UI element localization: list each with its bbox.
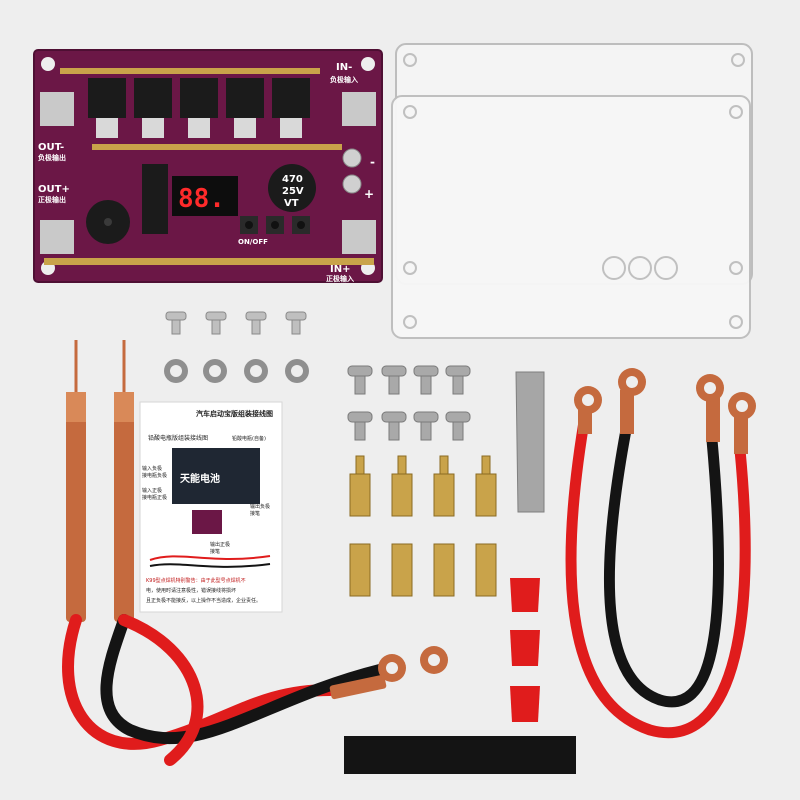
svg-text:输入负极: 输入负极: [142, 465, 162, 472]
card-warning-3: 且正负极不能接反，以上操作不当造成，企业责任。: [146, 597, 261, 604]
svg-text:输入正极: 输入正极: [142, 487, 162, 494]
minus-mark: -: [370, 155, 375, 169]
terminal-screw: [342, 174, 362, 194]
welding-pen-left: [66, 340, 86, 622]
board-buttons: [240, 216, 310, 234]
card-warning-2: 电，使用时请注意极性，错误接线将损坏: [146, 587, 236, 594]
capacitor: [268, 164, 316, 212]
brass-standoffs-plain: [349, 543, 497, 597]
brass-standoffs-threaded: [349, 455, 497, 517]
label-in-minus-cn: 负极输入: [330, 75, 358, 84]
svg-text:25V: 25V: [282, 186, 304, 197]
controller-chip: [142, 164, 168, 234]
battery-illustration: [172, 448, 260, 504]
label-out-minus-cn: 负极输出: [38, 153, 66, 162]
svg-text:470: 470: [282, 174, 303, 185]
welding-pen-right: [114, 340, 134, 622]
label-out-minus: OUT-: [38, 142, 64, 153]
acrylic-cover-plates: [391, 43, 753, 339]
led-display: [172, 176, 238, 216]
label-out-plus-cn: 正极输出: [38, 195, 66, 204]
svg-text:接笔: 接笔: [250, 510, 260, 517]
welding-cables-left: [62, 614, 386, 766]
spot-welder-pcb-board: 88. 470 25V VT ON/OFF IN- 负极输入 OUT- 负极输出…: [33, 49, 383, 283]
svg-text:输出负极: 输出负极: [250, 503, 270, 510]
hex-nuts: [164, 359, 309, 383]
svg-text:VT: VT: [284, 198, 299, 209]
label-in-minus: IN-: [336, 62, 352, 73]
nickel-strip-roll: [515, 371, 545, 513]
mounting-hole: [361, 57, 375, 71]
bottom-bus-bar: [44, 258, 374, 265]
card-subtitle-left: 铅酸电瓶版组装接线图: [148, 434, 208, 442]
wiring-instruction-card: 汽车启动宝版组装接线图 铅酸电瓶版组装接线图 铅酸电瓶(自备) 天能电池 输入负…: [139, 401, 283, 613]
pan-head-screws-top: [165, 311, 307, 335]
battery-cables-right: [565, 404, 751, 739]
ring-terminals-left: [329, 646, 448, 700]
card-title: 汽车启动宝版组装接线图: [196, 409, 273, 418]
label-in-plus: IN+: [330, 264, 350, 275]
plus-mark: +: [364, 187, 374, 201]
svg-text:接电瓶正极: 接电瓶正极: [142, 494, 167, 501]
svg-text:接电瓶负极: 接电瓶负极: [142, 472, 167, 479]
board-illustration: [192, 510, 222, 534]
label-in-plus-cn: 正极输入: [326, 274, 354, 283]
pan-head-screws-grid: [347, 365, 471, 441]
top-bus-bar: [60, 68, 320, 74]
svg-text:输出正极: 输出正极: [210, 541, 230, 548]
switch-label: ON/OFF: [238, 238, 268, 246]
svg-text:接笔: 接笔: [210, 548, 220, 555]
terminal-screw: [342, 148, 362, 168]
led-display-digits: 88.: [178, 184, 225, 214]
ring-terminals-right: [574, 368, 756, 454]
card-subtitle-right: 铅酸电瓶(自备): [232, 435, 266, 442]
card-warning-1: K99型点焊机特别警告：由于此型号点焊机不: [146, 577, 246, 584]
middle-bus-bar: [92, 144, 342, 150]
label-out-plus: OUT+: [38, 184, 70, 195]
battery-brand: 天能电池: [180, 472, 220, 485]
red-terminal-caps: [510, 578, 540, 722]
mounting-hole: [41, 57, 55, 71]
black-heat-shrink-sleeve: [344, 736, 576, 774]
mosfet-row: [88, 78, 310, 138]
